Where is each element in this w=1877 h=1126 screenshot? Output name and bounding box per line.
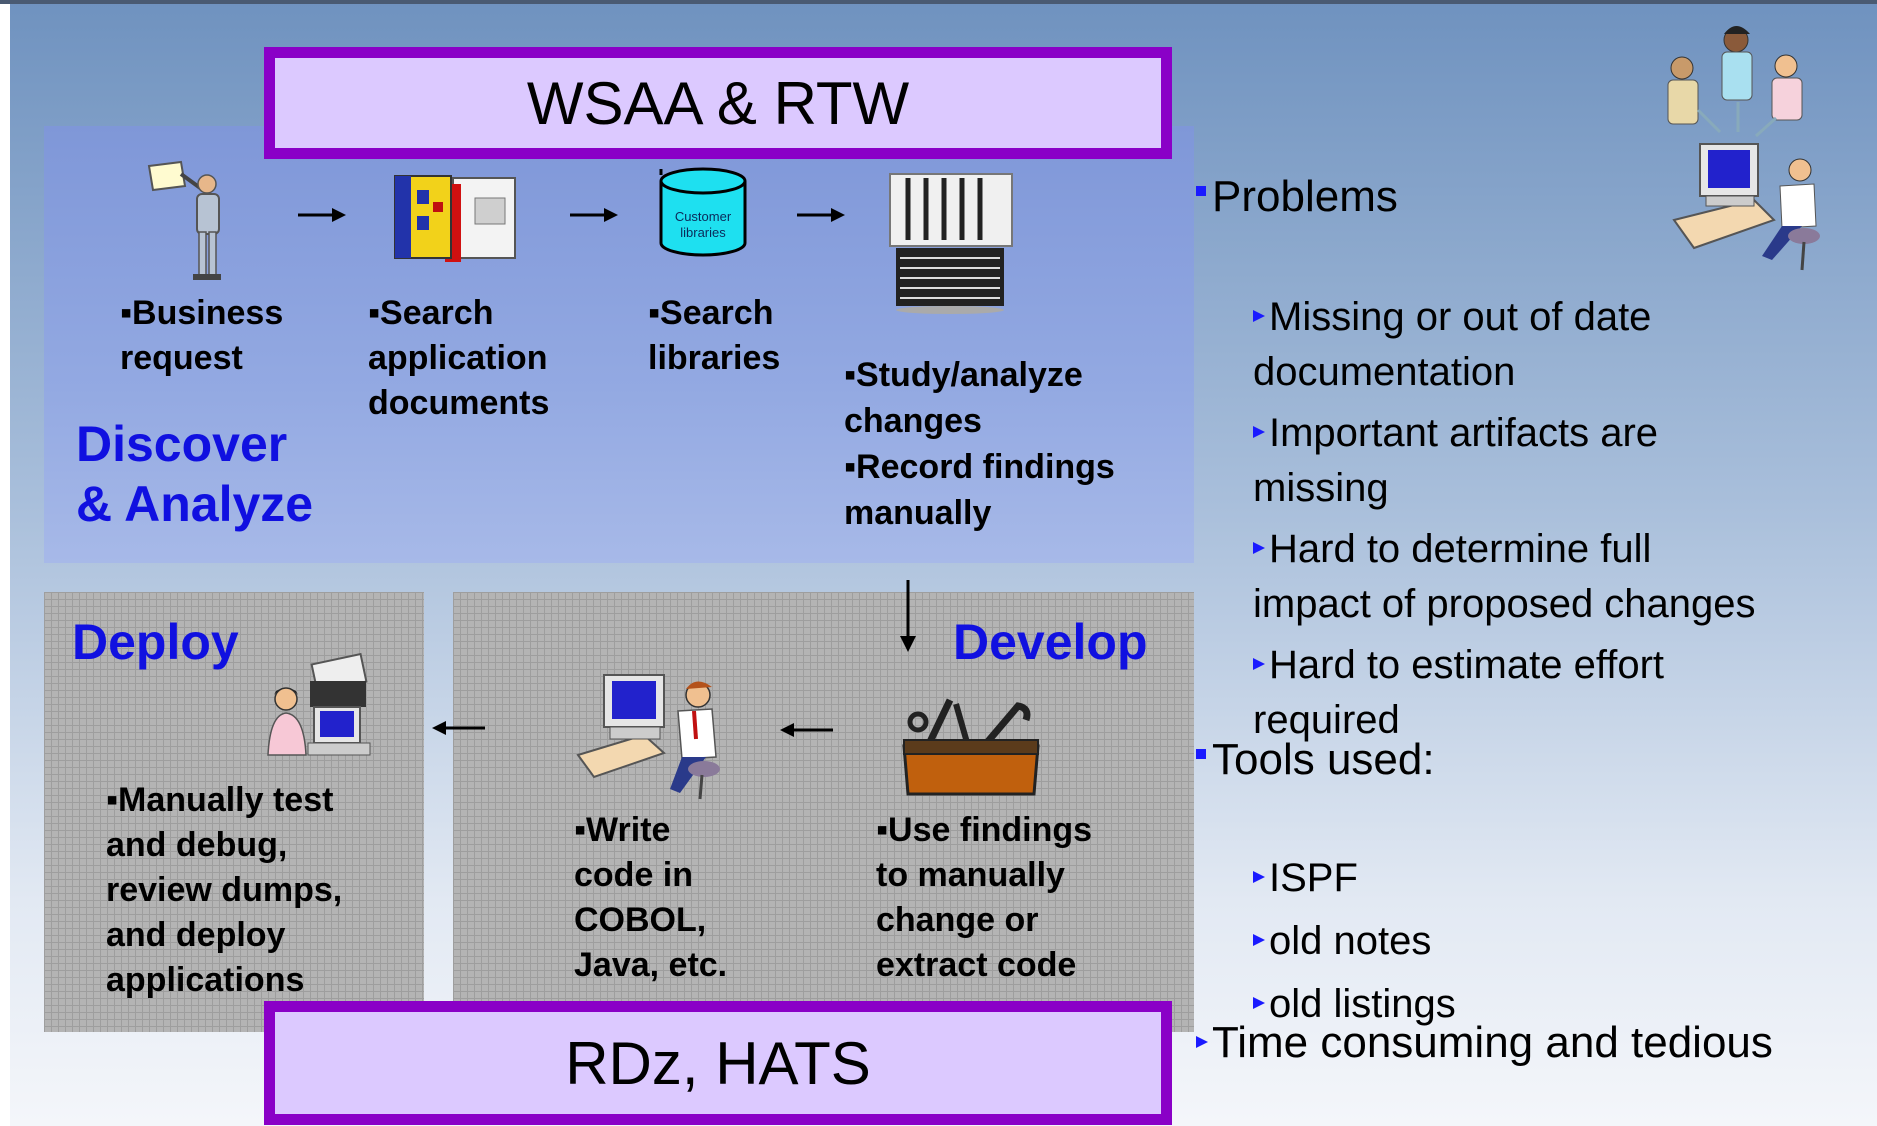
triangle-bullet-icon — [1253, 310, 1265, 323]
discover-heading: Discover & Analyze — [76, 416, 314, 532]
tool-item-text: ISPF — [1269, 856, 1358, 900]
summary-bullet: Time consuming and tedious — [1196, 1016, 1773, 1070]
toolbox-icon — [902, 698, 1040, 796]
flow-arrow-2 — [570, 208, 618, 222]
deploy-worker-icon — [267, 652, 371, 756]
tool-item: old listings — [1253, 922, 1456, 1032]
develop-heading: Develop — [953, 614, 1148, 670]
triangle-bullet-icon — [1253, 542, 1265, 555]
triangle-bullet-icon — [1253, 426, 1265, 439]
developer-computer-icon — [576, 674, 720, 800]
triangle-bullet-icon — [1253, 658, 1265, 671]
triangle-bullet-icon — [1253, 934, 1265, 947]
tool-item-text: old listings — [1269, 982, 1456, 1026]
step-test-deploy: ▪Manually test and debug, review dumps, … — [106, 781, 343, 999]
tool-item: ISPF — [1253, 796, 1358, 906]
flow-arrow-left-2 — [432, 721, 485, 735]
triangle-bullet-icon — [1253, 997, 1265, 1010]
square-bullet-icon — [1196, 186, 1206, 197]
problem-item-text: Missing or out of date documentation — [1253, 295, 1652, 394]
step-write-code: ▪Write code in COBOL, Java, etc. — [574, 811, 728, 984]
problem-item-text: Important artifacts are missing — [1253, 411, 1659, 510]
square-bullet-icon — [1196, 749, 1206, 760]
business-person-icon — [147, 160, 221, 280]
problem-item: Hard to estimate effort required — [1253, 583, 1664, 748]
tools-label: Tools used: — [1212, 735, 1435, 784]
triangle-bullet-icon — [1253, 871, 1265, 884]
problems-bullet: Problems — [1196, 170, 1398, 224]
documents-icon — [394, 175, 516, 262]
deploy-heading: Deploy — [72, 614, 239, 670]
printer-listing-icon — [889, 173, 1013, 314]
problem-item: Important artifacts are missing — [1253, 351, 1658, 516]
svg-text:Customer: Customer — [675, 209, 732, 224]
svg-text:libraries: libraries — [680, 225, 726, 240]
step-business-request: ▪Business request — [120, 294, 284, 377]
tool-item: old notes — [1253, 859, 1431, 969]
summary-text: Time consuming and tedious — [1212, 1018, 1773, 1067]
tools-bullet: Tools used: — [1196, 733, 1435, 787]
step-search-documents: ▪Search application documents — [368, 294, 550, 422]
problem-item: Missing or out of date documentation — [1253, 235, 1651, 400]
flow-arrow-left-1 — [780, 723, 833, 737]
tools-banner-bottom: RDz, HATS — [264, 1001, 1172, 1125]
flow-arrow-down — [900, 580, 916, 652]
problems-label: Problems — [1212, 172, 1398, 221]
tools-banner-top: WSAA & RTW — [264, 47, 1172, 159]
problem-item-text: Hard to estimate effort required — [1253, 643, 1664, 742]
tool-item-text: old notes — [1269, 919, 1432, 963]
team-computer-icon — [1667, 26, 1820, 271]
flow-arrow-1 — [298, 208, 346, 222]
flow-arrow-3 — [797, 208, 845, 222]
libraries-database-icon: Customer libraries — [659, 167, 747, 257]
triangle-bullet-icon — [1196, 1036, 1208, 1049]
step-search-libraries: ▪Search libraries — [648, 294, 781, 377]
problem-item: Hard to determine full impact of propose… — [1253, 467, 1756, 632]
develop-panel — [453, 592, 1194, 1032]
problem-item-text: Hard to determine full impact of propose… — [1253, 527, 1756, 626]
step-study-analyze: ▪Study/analyze changes ▪Record findings … — [844, 356, 1115, 532]
step-use-findings: ▪Use findings to manually change or extr… — [876, 811, 1093, 984]
